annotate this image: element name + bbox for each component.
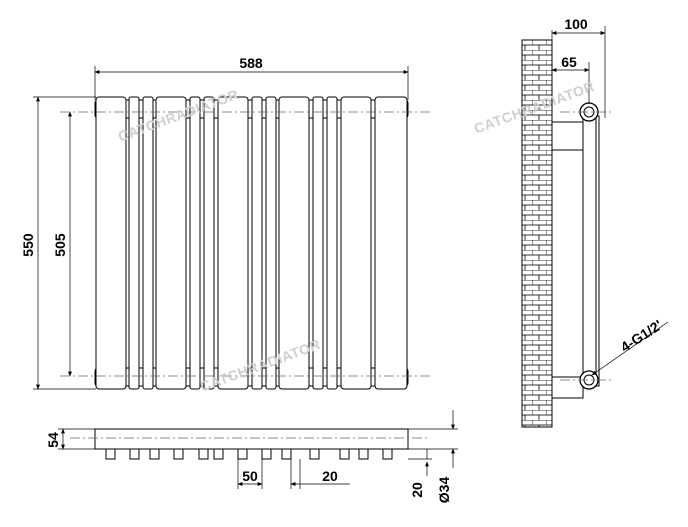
plan-body <box>94 428 409 450</box>
pipe-stub-label: 20 <box>409 482 425 498</box>
radiator-side-profile <box>582 115 600 387</box>
front-view: 588 550 505 CATCHRADIATOR CATCHRADIATOR <box>20 55 430 395</box>
plan-view: 54 50 20 Ø34 20 <box>45 410 458 503</box>
pipe-diameter-label: Ø34 <box>436 477 452 504</box>
wall-to-front-label: 100 <box>564 16 588 32</box>
tube-width-label: 20 <box>322 468 338 484</box>
height-dimension-label: 550 <box>20 233 36 257</box>
bottom-bracket <box>551 376 584 399</box>
connection-label: 4-G1/2' <box>618 317 665 356</box>
side-view: 100 65 4-G1/2' CATCHRADIATOR <box>472 16 669 428</box>
brick-wall <box>521 39 553 428</box>
section-depth-label: 54 <box>45 432 61 448</box>
pipe-centres-label: 505 <box>52 233 68 257</box>
tube-spacing-label: 50 <box>242 468 258 484</box>
width-dimension-label: 588 <box>239 55 263 71</box>
top-bracket <box>551 121 584 151</box>
plan-tube-stubs <box>105 448 393 460</box>
front-tubes <box>95 96 408 390</box>
wall-to-pipe-label: 65 <box>561 54 577 70</box>
